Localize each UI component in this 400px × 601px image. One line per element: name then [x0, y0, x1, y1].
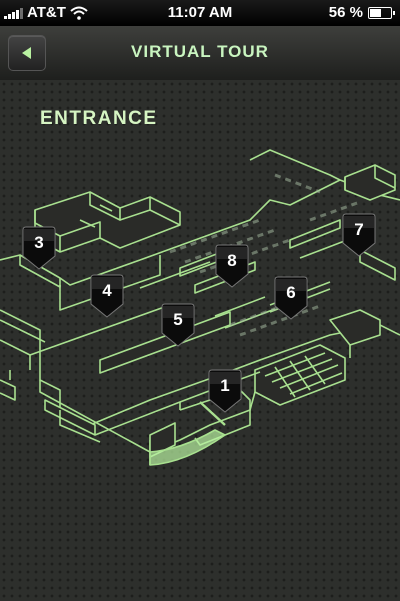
- wifi-icon: [70, 6, 88, 20]
- pin-label: 8: [227, 251, 237, 270]
- signal-icon: [4, 7, 23, 19]
- pin-label: 1: [220, 376, 230, 395]
- map-pin-5[interactable]: 5: [159, 302, 197, 348]
- battery-icon: [368, 6, 395, 19]
- pin-label: 4: [102, 281, 112, 300]
- pin-label: 7: [354, 220, 364, 239]
- back-arrow-icon: [22, 47, 31, 59]
- status-bar: AT&T 11:07 AM 56 %: [0, 0, 400, 26]
- floorplan-drawing: [0, 149, 400, 466]
- back-button[interactable]: [8, 35, 46, 71]
- navigation-bar: VIRTUAL TOUR: [0, 26, 400, 81]
- map-pin-6[interactable]: 6: [272, 275, 310, 321]
- pin-label: 6: [286, 283, 296, 302]
- map-pin-4[interactable]: 4: [88, 273, 126, 319]
- map-pin-3[interactable]: 3: [20, 225, 58, 271]
- pin-label: 3: [34, 233, 44, 252]
- carrier-label: AT&T: [27, 4, 66, 21]
- battery-percent: 56 %: [328, 4, 363, 21]
- pin-label: 5: [173, 310, 183, 329]
- page-title: VIRTUAL TOUR: [131, 42, 269, 61]
- map-pin-8[interactable]: 8: [213, 243, 251, 289]
- map-pin-1[interactable]: 1: [206, 368, 244, 414]
- floor-map[interactable]: ENTRANCE: [0, 80, 400, 601]
- section-title: ENTRANCE: [40, 108, 158, 129]
- clock: 11:07 AM: [167, 4, 233, 21]
- map-pin-7[interactable]: 7: [340, 212, 378, 258]
